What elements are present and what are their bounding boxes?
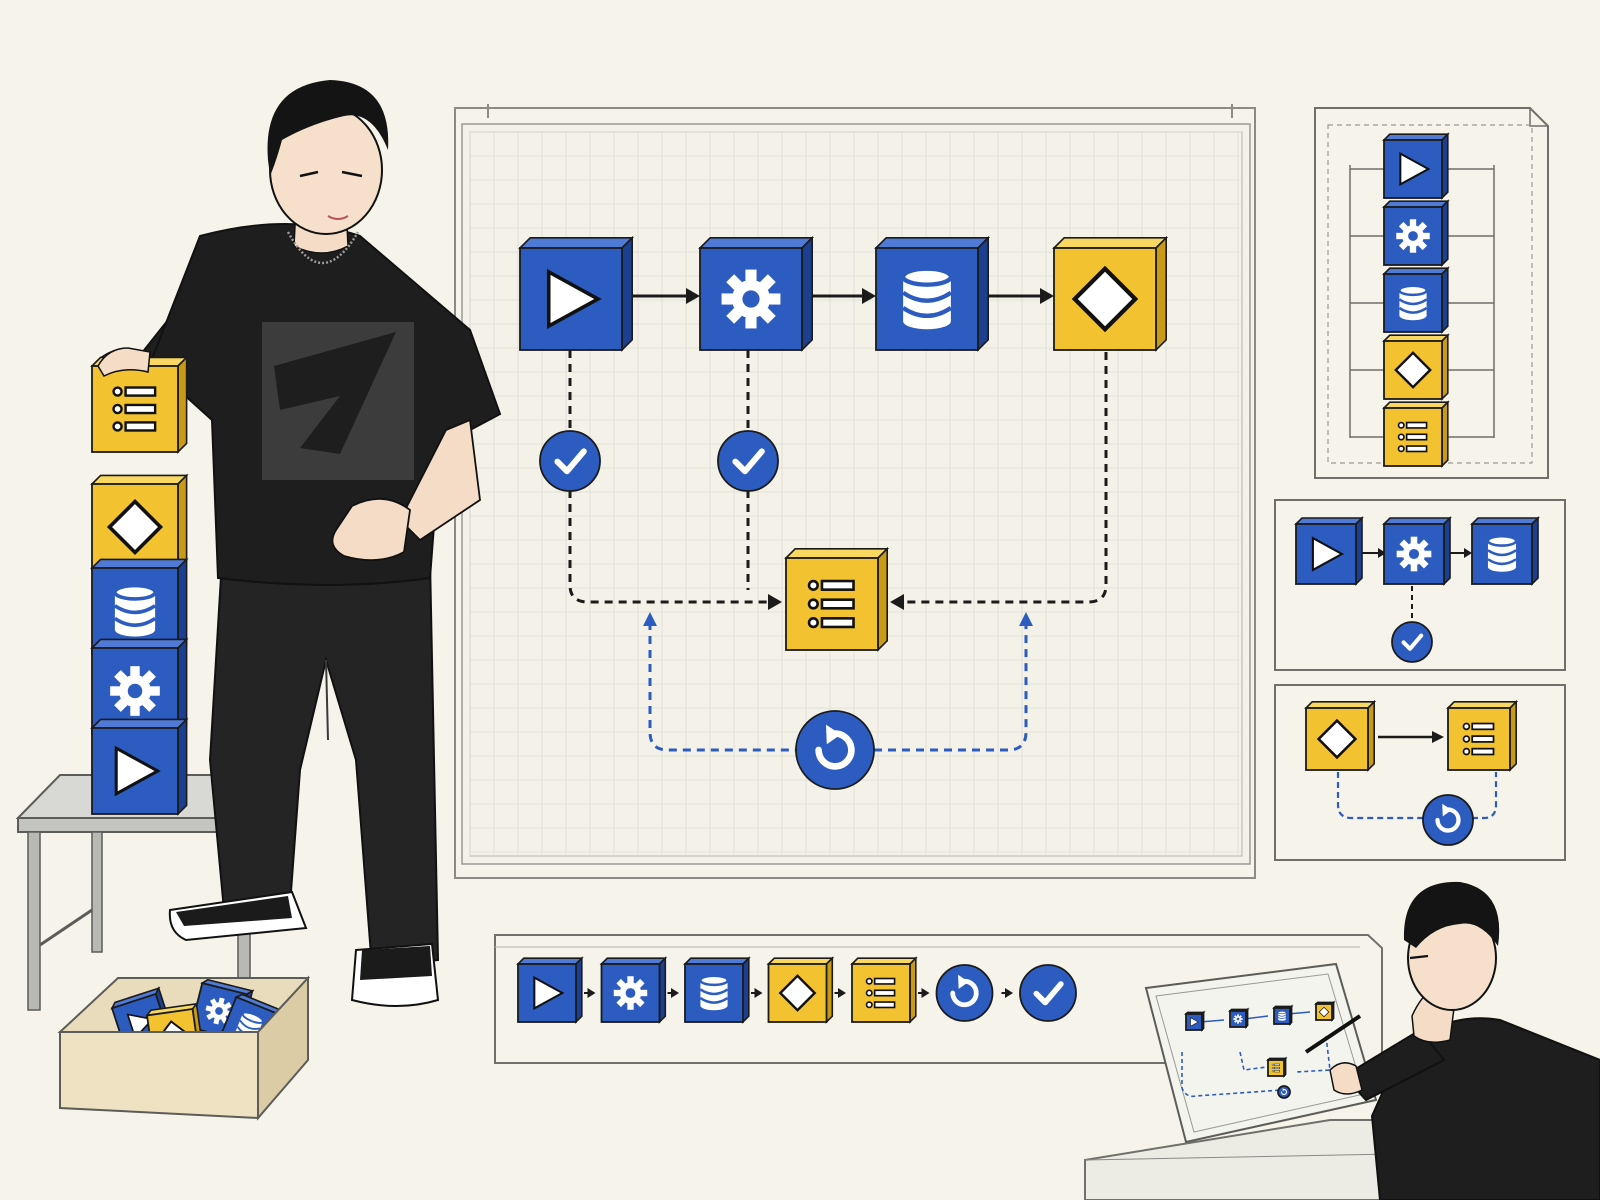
refresh-icon	[1435, 803, 1461, 833]
gear-icon	[1396, 219, 1430, 253]
mini2-block-output[interactable]	[1446, 699, 1519, 772]
stacked-block-tower	[90, 355, 189, 816]
refresh-icon	[950, 974, 979, 1008]
database-icon	[699, 974, 729, 1011]
timeline-step-data[interactable]	[683, 956, 751, 1024]
mini-panel-2-nodes	[1304, 699, 1519, 846]
mini1-check[interactable]	[1391, 621, 1433, 663]
preview-block-process[interactable]	[1382, 199, 1450, 267]
diamond-icon	[778, 974, 817, 1012]
hand-on-block	[97, 347, 151, 377]
main-loop-retry[interactable]	[795, 710, 875, 790]
list-icon	[1462, 722, 1495, 756]
gear-icon	[613, 976, 648, 1010]
gear-icon	[110, 666, 160, 716]
main-node-process[interactable]	[698, 235, 815, 352]
gear-icon	[721, 269, 781, 329]
check-icon	[1401, 633, 1424, 651]
tablet-sketch-nodes	[1184, 1000, 1336, 1099]
diamond-icon	[1316, 718, 1358, 760]
vertical-preview-nodes	[1350, 132, 1494, 468]
mini1-block-data[interactable]	[1470, 516, 1540, 586]
standing-person	[94, 80, 502, 1007]
tablet-block-decision[interactable]	[1314, 1000, 1336, 1022]
diamond-icon	[1071, 265, 1139, 333]
tablet-block-process[interactable]	[1228, 1007, 1250, 1029]
main-node-start[interactable]	[518, 235, 635, 352]
list-icon	[112, 386, 157, 432]
play-icon	[1399, 151, 1431, 187]
preview-block-start[interactable]	[1382, 132, 1450, 200]
play-icon	[546, 268, 602, 330]
timeline-step-decision[interactable]	[766, 956, 835, 1024]
list-icon	[1397, 421, 1428, 453]
canvas-grid	[469, 131, 1242, 856]
database-icon	[1486, 534, 1518, 572]
timeline-step-process[interactable]	[599, 956, 668, 1024]
database-icon	[1398, 284, 1428, 321]
timeline-step-retry[interactable]	[935, 964, 994, 1022]
play-icon	[533, 975, 565, 1011]
database-icon	[113, 583, 157, 637]
list-icon	[807, 579, 855, 629]
mini2-block-decision[interactable]	[1304, 699, 1377, 772]
tablet-block-start[interactable]	[1184, 1010, 1206, 1032]
main-connectors	[568, 288, 1108, 752]
play-icon	[114, 745, 161, 797]
list-icon	[1271, 1063, 1280, 1073]
main-check-start[interactable]	[539, 430, 601, 492]
refresh-icon	[815, 724, 855, 770]
preview-block-data[interactable]	[1382, 266, 1450, 334]
mini2-loop[interactable]	[1422, 794, 1474, 846]
tower-block-decision[interactable]	[90, 473, 189, 572]
gear-icon	[1396, 536, 1432, 572]
list-icon	[865, 977, 896, 1009]
main-check-process[interactable]	[717, 430, 779, 492]
parts-box-front	[59, 975, 309, 1121]
timeline-step-done[interactable]	[1019, 964, 1077, 1022]
database-icon	[900, 266, 954, 330]
database-icon	[1277, 1010, 1287, 1021]
mini1-block-start[interactable]	[1294, 516, 1364, 586]
gear-icon	[1233, 1014, 1243, 1024]
main-node-decision[interactable]	[1052, 235, 1169, 352]
tablet-loop[interactable]	[1277, 1085, 1291, 1099]
tower-block-output[interactable]	[90, 355, 189, 454]
preview-block-output[interactable]	[1382, 400, 1450, 468]
tablet-block-output[interactable]	[1266, 1056, 1288, 1078]
preview-block-decision[interactable]	[1382, 333, 1450, 401]
mini-panel-1-nodes	[1294, 516, 1540, 663]
diamond-icon	[1394, 351, 1432, 389]
check-icon	[1033, 981, 1064, 1006]
seated-person	[1304, 881, 1600, 1200]
timeline-step-start[interactable]	[516, 956, 584, 1024]
timeline-nodes	[516, 956, 1077, 1024]
tablet-block-data[interactable]	[1272, 1004, 1294, 1026]
main-workflow-nodes	[518, 235, 1169, 790]
timeline-connectors	[584, 988, 1013, 998]
play-icon	[1190, 1017, 1199, 1027]
main-node-output[interactable]	[784, 546, 890, 652]
diamond-icon	[106, 498, 164, 556]
check-icon	[554, 448, 587, 475]
tower-block-start[interactable]	[90, 717, 189, 816]
main-node-data[interactable]	[874, 235, 991, 352]
refresh-icon	[1280, 1088, 1287, 1096]
check-icon	[732, 448, 765, 475]
diamond-icon	[1318, 1006, 1330, 1018]
timeline-step-output[interactable]	[850, 956, 918, 1024]
play-icon	[1311, 536, 1345, 572]
mini1-block-process[interactable]	[1382, 516, 1452, 586]
